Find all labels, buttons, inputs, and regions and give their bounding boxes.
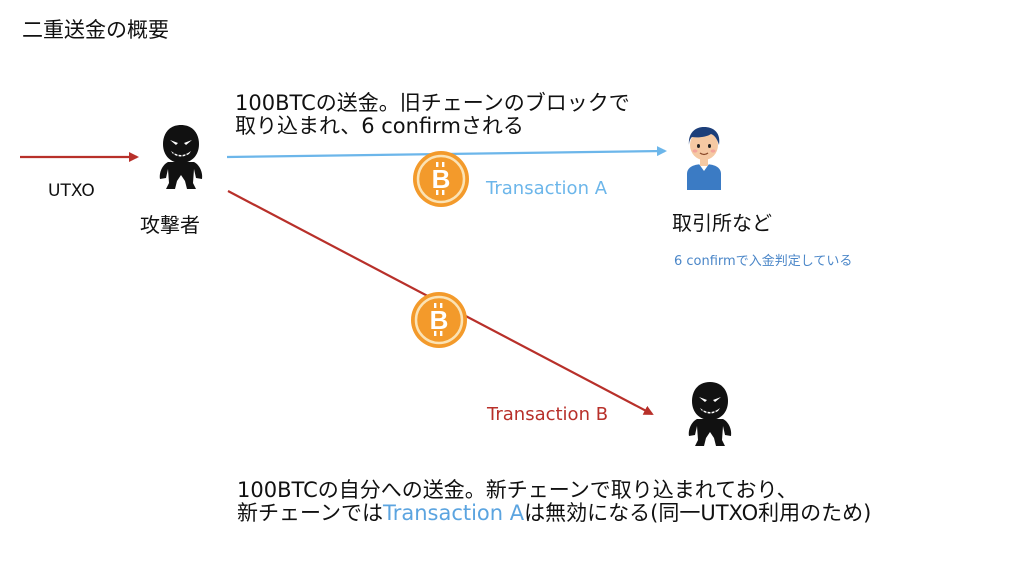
masked-attacker-icon bbox=[688, 382, 732, 446]
exchange-note: 6 confirmで入金判定している bbox=[674, 254, 853, 269]
bitcoin-symbol: B bbox=[432, 164, 451, 194]
caption-b-prefix: 新チェーンでは bbox=[237, 501, 383, 525]
transaction-a-caption: 100BTCの送金。旧チェーンのブロックで 取り込まれ、6 confirmされる bbox=[235, 92, 630, 138]
exchange-label: 取引所など bbox=[672, 211, 772, 235]
smiling-person-icon bbox=[687, 127, 721, 190]
bitcoin-coin-icon: B bbox=[413, 151, 469, 207]
transaction-a-caption-line2: 取り込まれ、6 confirmされる bbox=[235, 114, 524, 138]
slide-title: 二重送金の概要 bbox=[22, 18, 169, 42]
attacker-label: 攻撃者 bbox=[140, 213, 200, 237]
transaction-a-caption-line1: 100BTCの送金。旧チェーンのブロックで bbox=[235, 91, 630, 115]
transaction-a-label: Transaction A bbox=[486, 178, 608, 199]
caption-b-suffix: は無効になる(同一UTXO利用のため) bbox=[524, 501, 872, 525]
bitcoin-symbol: B bbox=[430, 305, 449, 335]
transaction-b-caption-line1: 100BTCの自分への送金。新チェーンで取り込まれており、 bbox=[237, 478, 798, 502]
caption-b-highlight: Transaction A bbox=[382, 501, 525, 525]
transaction-b-caption-line2: 新チェーンではTransaction Aは無効になる(同一UTXO利用のため) bbox=[237, 502, 871, 525]
bitcoin-coin-icon: B bbox=[411, 292, 467, 348]
transaction-b-caption: 100BTCの自分への送金。新チェーンで取り込まれており、 新チェーンではTra… bbox=[237, 479, 871, 525]
transaction-b-label: Transaction B bbox=[487, 404, 609, 425]
masked-attacker-icon bbox=[159, 125, 203, 189]
utxo-label: UTXO bbox=[48, 181, 95, 201]
